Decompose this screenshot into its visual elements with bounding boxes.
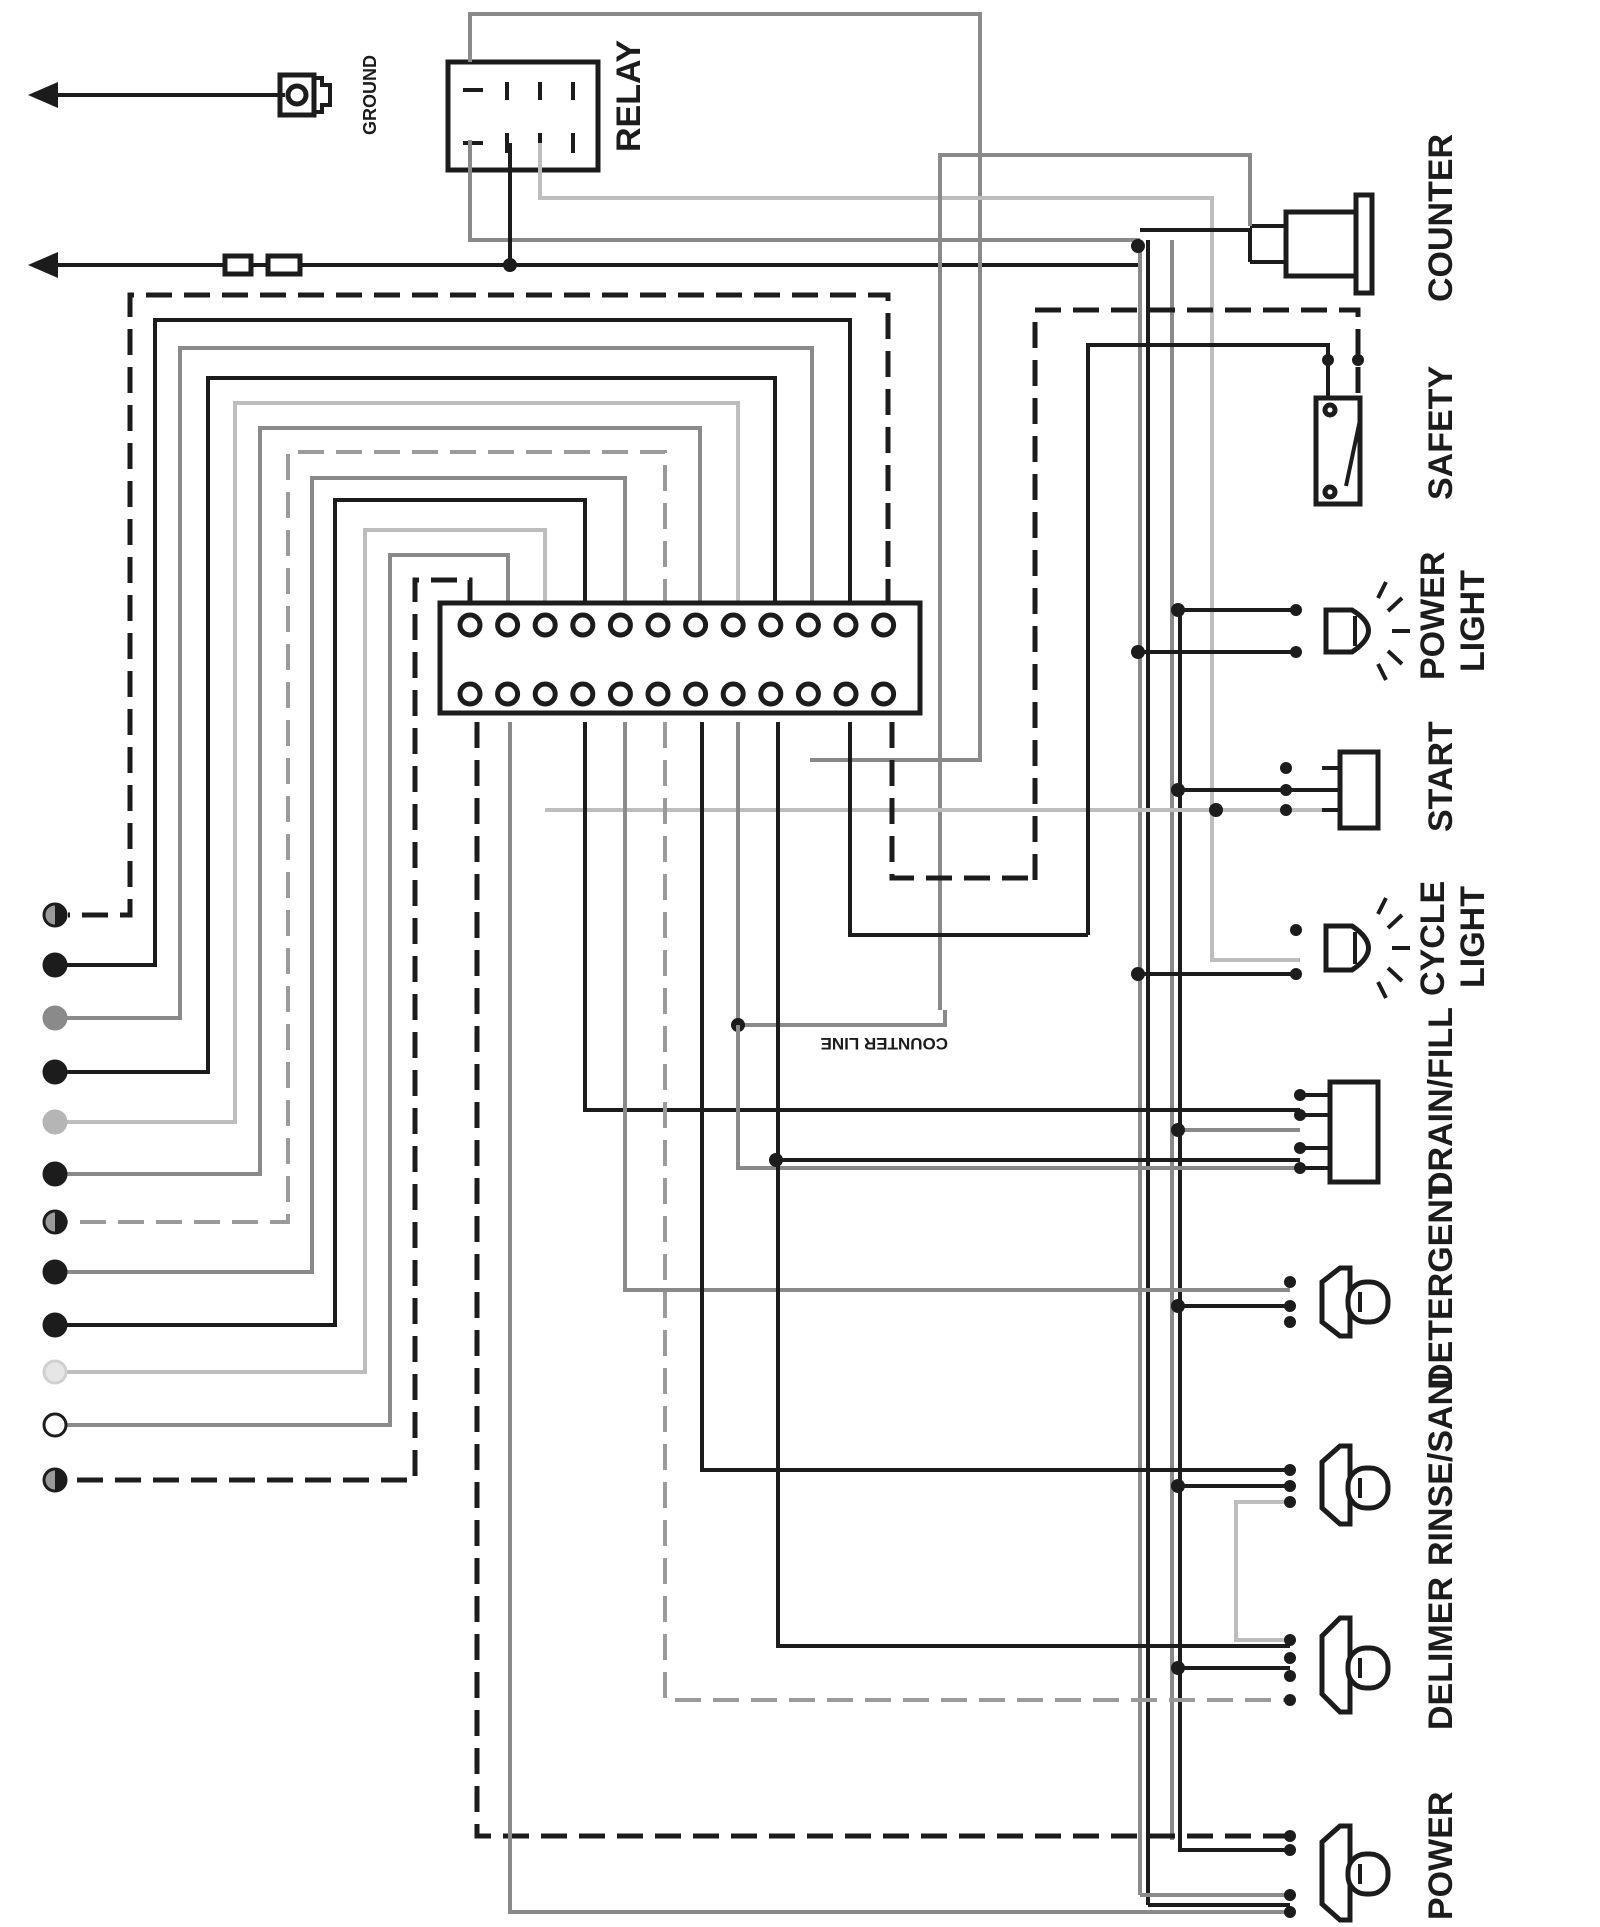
drain-fill-switch (1300, 1079, 1381, 1185)
power-light (1323, 581, 1410, 681)
terminal-pin (758, 681, 784, 707)
terminal-pin (645, 612, 671, 638)
filled-circle-icon (42, 1059, 68, 1085)
power-light-label-line2: LIGHT (1454, 570, 1492, 672)
drain-fill-body (1327, 1079, 1381, 1185)
terminal-pin (720, 681, 746, 707)
half-fill-icon (55, 1211, 66, 1233)
terminal-pin (833, 612, 859, 638)
terminal-pin (457, 612, 483, 638)
counter-line-label: COUNTER LINE (821, 1034, 949, 1053)
counter-body (1283, 209, 1359, 279)
terminal-pin (795, 681, 821, 707)
filled-circle-icon (42, 1259, 68, 1285)
cycle-light (1323, 897, 1410, 999)
faint-circle-icon (42, 1359, 68, 1385)
terminal-pin (720, 612, 746, 638)
ground-lead (28, 72, 332, 118)
terminal-pin (871, 681, 897, 707)
power-light-label-line1: POWER (1414, 552, 1452, 680)
half-fill-icon (55, 1469, 66, 1491)
open-circle-icon (42, 1412, 68, 1438)
terminal-pin (532, 612, 558, 638)
rinse-sani-toggle-icon (1345, 1465, 1391, 1511)
terminal-pin (495, 681, 521, 707)
terminal-pin (758, 612, 784, 638)
filled-circle-icon (42, 1312, 68, 1338)
start-switch (1322, 749, 1381, 831)
delimer-label: DELIMER (1422, 1577, 1460, 1730)
counter-label: COUNTER (1422, 134, 1460, 302)
start-label: START (1422, 721, 1460, 832)
light-gray-circle-icon (42, 1109, 68, 1135)
relay-label: RELAY (610, 40, 648, 152)
fuse-icon (222, 253, 254, 277)
power-label: POWER (1422, 1792, 1460, 1920)
fuse-arrow-icon (28, 252, 58, 278)
filled-circle-icon (42, 952, 68, 978)
power-switch (1319, 1823, 1391, 1923)
cycle-light-label-line1: CYCLE (1414, 881, 1452, 996)
terminal-pin (607, 612, 633, 638)
gray-circle-icon (42, 1005, 68, 1031)
detergent-switch (1319, 1265, 1391, 1339)
terminal-pin (833, 681, 859, 707)
rinse-sani-label: RINSE/SANI (1422, 1371, 1460, 1566)
power-toggle-icon (1345, 1851, 1391, 1897)
wire-harness (28, 12, 1364, 1918)
half-fill-icon (55, 904, 66, 926)
detergent-toggle-icon (1345, 1279, 1391, 1325)
delimer-toggle-icon (1345, 1645, 1391, 1691)
cycle-light-label-line2: LIGHT (1454, 886, 1492, 988)
terminal-pins (457, 612, 897, 707)
start-body (1337, 749, 1381, 831)
delimer-switch (1319, 1615, 1391, 1715)
lead-ends (42, 902, 68, 1493)
ground-terminal-icon (277, 72, 317, 118)
terminal-pin (495, 612, 521, 638)
terminal-pin (871, 612, 897, 638)
terminal-pin (570, 681, 596, 707)
detergent-label: DETERGENT (1422, 1178, 1460, 1388)
safety-switch (1313, 395, 1363, 507)
terminal-pin (532, 681, 558, 707)
ground-label: GROUND (360, 55, 380, 135)
counter (1250, 192, 1375, 296)
terminal-pin (645, 681, 671, 707)
ground-arrow-icon (28, 82, 58, 108)
terminal-pin (683, 612, 709, 638)
cycle-light-bulb-icon (1323, 923, 1371, 973)
terminal-pin (607, 681, 633, 707)
drain-fill-label: DRAIN/FILL (1422, 1007, 1460, 1196)
terminal-pin (457, 681, 483, 707)
safety-label: SAFETY (1422, 366, 1460, 500)
filled-circle-icon (42, 1161, 68, 1187)
terminal-pin (683, 681, 709, 707)
rinse-sani-switch (1319, 1443, 1391, 1527)
terminal-pin (795, 612, 821, 638)
terminal-pin (570, 612, 596, 638)
power-light-bulb-icon (1323, 607, 1371, 655)
